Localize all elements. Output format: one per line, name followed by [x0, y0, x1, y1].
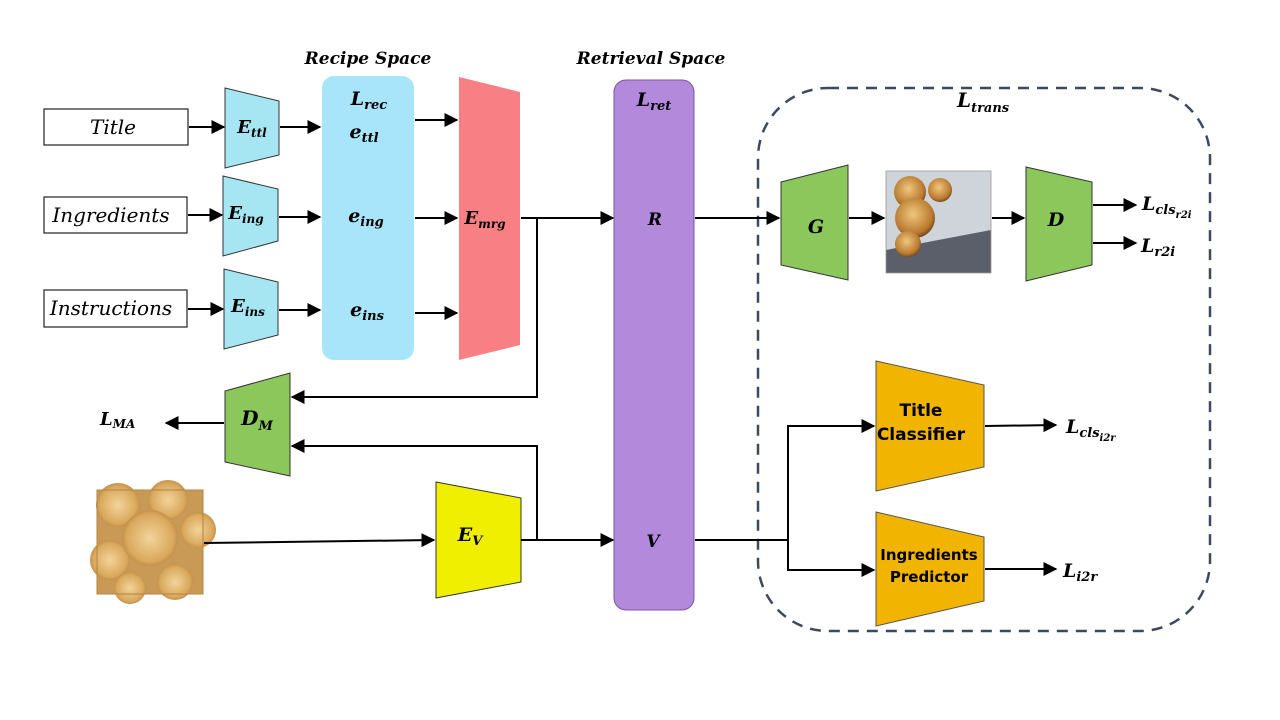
generated-food-image	[885, 170, 992, 274]
emb-ins-sub: ins	[362, 309, 384, 324]
title-classifier-line1: Title	[900, 401, 943, 421]
loss-cls-r2i-label: Lclsr2i	[1141, 193, 1192, 221]
encoder-instructions: Eins	[223, 268, 279, 350]
loss-ma-label: LMA	[99, 409, 135, 431]
retrieval-r-label: R	[647, 210, 662, 230]
retrieval-space-box: Lret R V	[613, 79, 695, 611]
loss-r2i-sub: r2i	[1154, 245, 1175, 260]
loss-cls-r2i-base: L	[1141, 193, 1155, 215]
encoder-ingredients-base: E	[227, 203, 242, 224]
loss-cls-r2i-sub: cls	[1155, 203, 1176, 218]
loss-rec-sub: rec	[364, 98, 387, 113]
loss-trans-sub: trans	[971, 101, 1010, 116]
loss-trans-base: L	[956, 88, 971, 112]
encoder-title-sub: ttl	[251, 126, 267, 140]
loss-cls-i2r-base: L	[1065, 416, 1079, 438]
svg-text:Ltrans: Ltrans	[956, 88, 1010, 116]
recipe-space-box: Lrec ettl eing eins	[322, 76, 414, 360]
loss-cls-r2i-subsub: r2i	[1176, 210, 1192, 221]
title-classifier-block: Title Classifier	[875, 360, 985, 492]
translation-region: Ltrans	[756, 86, 1212, 633]
emb-ttl-sub: ttl	[362, 131, 379, 146]
svg-text:Ettl: Ettl	[236, 117, 267, 140]
title-input-box: Title	[43, 108, 189, 146]
emb-ing-base: e	[348, 205, 360, 227]
loss-i2r-label: Li2r	[1062, 560, 1098, 585]
generator-block: G	[780, 164, 849, 281]
discriminator-block: D	[1025, 166, 1093, 282]
ingredients-predictor-line2: Predictor	[890, 568, 969, 586]
emb-ins-base: e	[350, 299, 362, 321]
encoder-title: Ettl	[224, 87, 280, 169]
discriminator-label: D	[1047, 209, 1065, 231]
encoder-merge-sub: mrg	[478, 217, 505, 231]
loss-ma-base: L	[99, 409, 113, 430]
svg-text:ettl: ettl	[349, 121, 378, 146]
encoder-ingredients-sub: ing	[242, 212, 264, 226]
dm-sub: M	[257, 419, 273, 434]
svg-text:Lrec: Lrec	[350, 88, 387, 113]
instructions-input-box: Instructions	[43, 289, 188, 328]
title-input-label: Title	[90, 115, 136, 139]
dm-base: D	[240, 406, 259, 430]
svg-text:Lret: Lret	[636, 89, 671, 114]
retrieval-v-label: V	[646, 532, 661, 552]
encoder-visual-sub: V	[472, 534, 484, 549]
loss-i2r-base: L	[1062, 560, 1076, 582]
emb-ttl-base: e	[349, 121, 361, 143]
input-food-image	[90, 480, 216, 604]
svg-text:eins: eins	[350, 299, 384, 324]
discriminator-modality: DM	[224, 372, 291, 477]
ingredients-predictor-block: Ingredients Predictor	[875, 511, 985, 627]
title-classifier-line2: Classifier	[877, 425, 966, 445]
recipe-space-header: Recipe Space	[304, 49, 432, 69]
loss-ret-base: L	[636, 89, 650, 111]
loss-cls-i2r-sub: cls	[1079, 426, 1100, 441]
generator-label: G	[808, 216, 824, 238]
loss-i2r-sub: i2r	[1076, 570, 1098, 585]
connections	[164, 113, 1138, 577]
svg-text:Emrg: Emrg	[463, 208, 505, 231]
svg-text:Eins: Eins	[230, 296, 265, 319]
loss-r2i-label: Lr2i	[1140, 235, 1175, 260]
encoder-visual-base: E	[457, 524, 473, 546]
loss-r2i-base: L	[1140, 235, 1154, 257]
encoder-instructions-base: E	[230, 296, 245, 317]
encoder-merge: Emrg	[459, 77, 520, 360]
loss-rec-base: L	[350, 88, 364, 110]
ingredients-input-label: Ingredients	[51, 203, 169, 227]
loss-cls-i2r-subsub: i2r	[1100, 433, 1117, 444]
svg-text:Eing: Eing	[227, 203, 263, 226]
encoder-instructions-sub: ins	[245, 305, 265, 319]
ingredients-predictor-line1: Ingredients	[880, 546, 977, 564]
ingredients-input-box: Ingredients	[43, 196, 188, 234]
retrieval-space-header: Retrieval Space	[576, 49, 726, 69]
svg-text:EV: EV	[457, 524, 484, 549]
encoder-visual: EV	[435, 481, 522, 599]
loss-cls-i2r-label: Lclsi2r	[1065, 416, 1116, 444]
emb-ing-sub: ing	[360, 215, 383, 230]
encoder-merge-base: E	[463, 208, 478, 229]
encoder-ingredients: Eing	[222, 175, 279, 257]
loss-ma-sub: MA	[112, 417, 136, 431]
svg-text:DM: DM	[240, 406, 273, 434]
svg-text:eing: eing	[348, 205, 384, 230]
loss-ret-sub: ret	[650, 99, 671, 114]
encoder-title-base: E	[236, 117, 251, 138]
instructions-input-label: Instructions	[49, 296, 172, 320]
